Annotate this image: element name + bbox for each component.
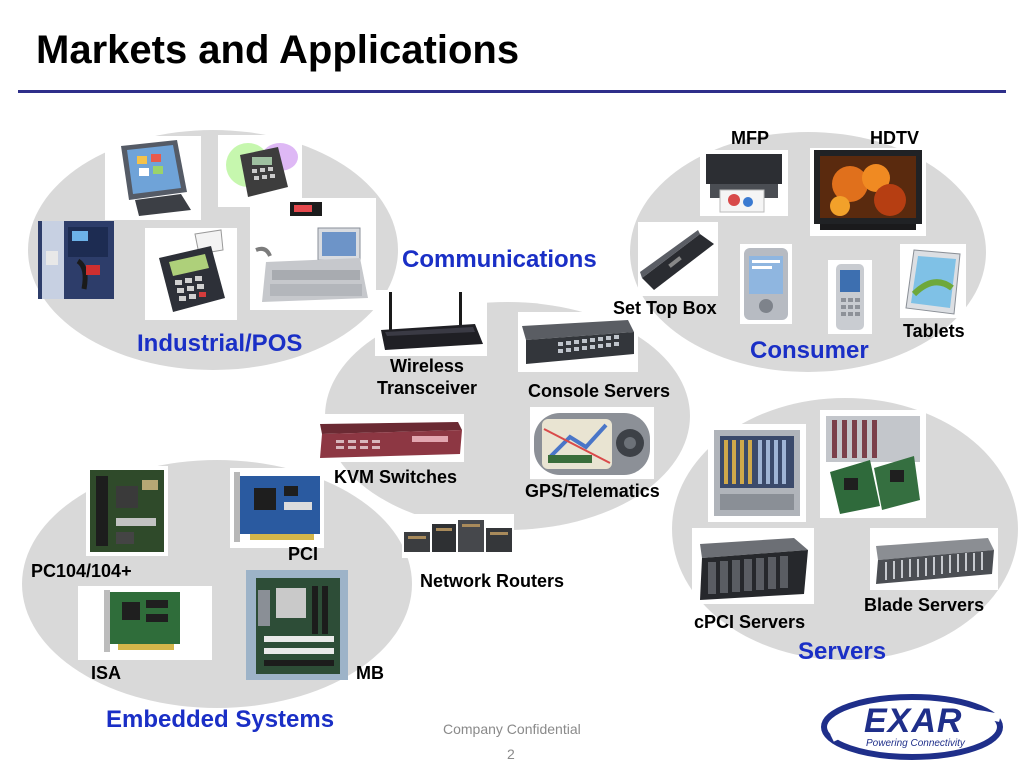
tablet-image [900,244,966,318]
label-cpci-servers: cPCI Servers [694,612,806,632]
set-top-box-image [638,222,718,296]
label-hdtv: HDTV [870,128,919,148]
pci-card-image [230,468,324,548]
category-consumer: Consumer [750,337,869,364]
category-embedded-systems: Embedded Systems [106,706,335,733]
page-title: Markets and Applications [36,28,520,72]
label-blade-servers: Blade Servers [864,595,985,615]
label-mb: MB [356,663,384,683]
label-mfp: MFP [731,128,769,148]
logo-tagline: Powering Connectivity [866,738,965,749]
logo-brand: EXAR [864,702,963,740]
title-divider [18,90,1006,93]
pc104-board-image [86,466,168,556]
kvm-switch-image [316,414,464,462]
footer-page-number: 2 [507,746,515,762]
cpci-boards-image [820,410,926,518]
isa-card-image [78,586,212,660]
label-pci: PCI [288,544,319,564]
card-terminal-image [218,135,302,207]
pda-image [740,244,792,324]
label-network-routers: Network Routers [420,571,565,591]
mfp-printer-image [700,150,788,216]
label-wireless-line1: Wireless [390,356,464,376]
category-communications: Communications [402,246,597,273]
hdtv-image [810,148,926,236]
label-wireless-line2: Transceiver [376,378,478,398]
embedded-blob [22,460,412,708]
label-set-top-box: Set Top Box [613,298,717,318]
wireless-router-image [375,290,487,356]
blade-server-image [870,528,998,590]
network-routers-image [402,514,514,558]
blade-chassis-image [692,528,814,604]
logo-swoosh-icon [821,694,1003,760]
mobile-phone-image [828,260,872,334]
label-isa: ISA [91,663,122,683]
fuel-pump-image [38,221,114,299]
gps-device-image [530,407,654,479]
label-console-servers: Console Servers [528,381,671,401]
label-pc104: PC104/104+ [31,561,132,581]
console-server-image [518,312,638,372]
label-gps-telematics: GPS/Telematics [525,481,660,501]
exar-logo: EXAR Powering Connectivity [820,692,1004,762]
category-servers: Servers [798,638,887,665]
label-wireless-transceiver: Wireless Transceiver [368,355,486,399]
motherboard-image [246,570,348,680]
footer-confidential: Company Confidential [443,721,581,737]
cash-register-image [250,198,376,310]
cpci-chassis-image [708,424,806,522]
pos-touchscreen-image [105,136,201,220]
handheld-payment-image [145,228,237,320]
label-tablets: Tablets [903,321,965,341]
label-kvm-switches: KVM Switches [334,467,458,487]
category-industrial-pos: Industrial/POS [137,330,303,357]
